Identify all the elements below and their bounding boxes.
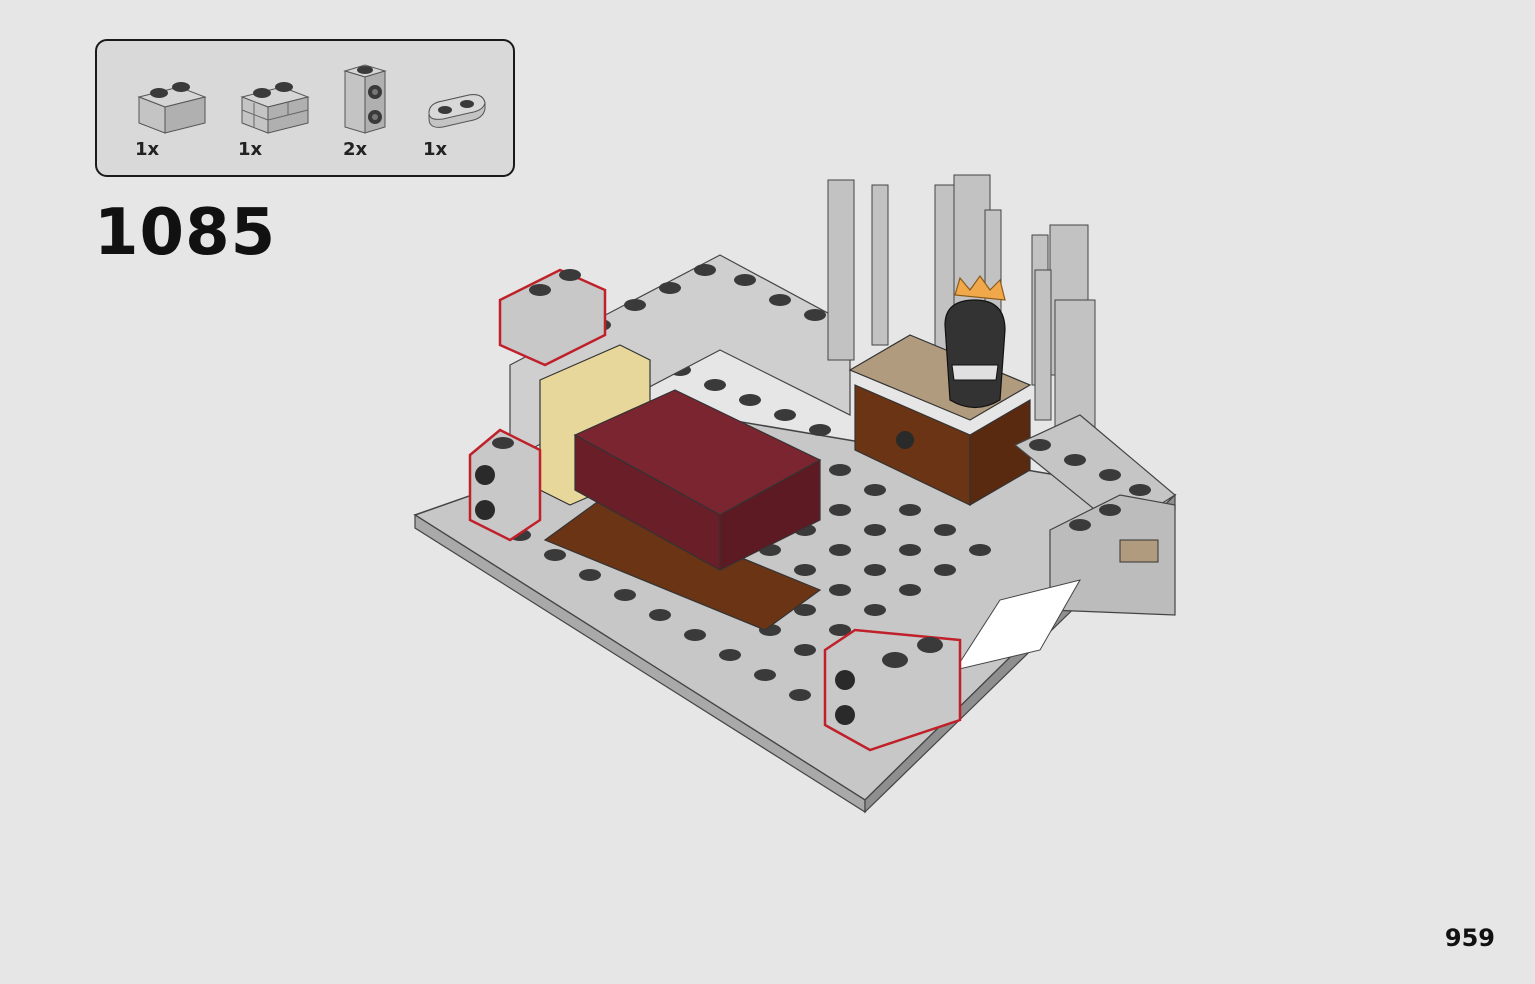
part-quantity: 1x [238,139,263,160]
grey-brick-1x1-side-studs-icon [343,64,387,134]
part-quantity: 1x [423,139,448,160]
page-number: 959 [1444,924,1495,952]
grey-masonry-brick-1x2-icon [240,82,310,134]
part-quantity: 2x [343,139,368,160]
highlight-brick-top-left [498,268,607,367]
highlight-side-stud-left [468,428,542,542]
crown-icon [954,274,1006,301]
crowned-helmet-figure [944,274,1006,409]
bed [539,344,822,631]
grey-plate-round-1x2-icon [428,94,486,128]
part-item: 1x [423,61,503,171]
step-number: 1085 [94,196,277,270]
part-quantity: 1x [135,139,160,160]
part-item: 1x [238,61,318,171]
grey-brick-1x2-icon [137,82,207,134]
part-item: 1x [135,61,215,171]
parts-callout: 1x 1x 2x [95,39,515,177]
highlight-side-stud-front [823,628,962,752]
part-item: 2x [343,61,423,171]
model-illustration [413,174,1177,814]
